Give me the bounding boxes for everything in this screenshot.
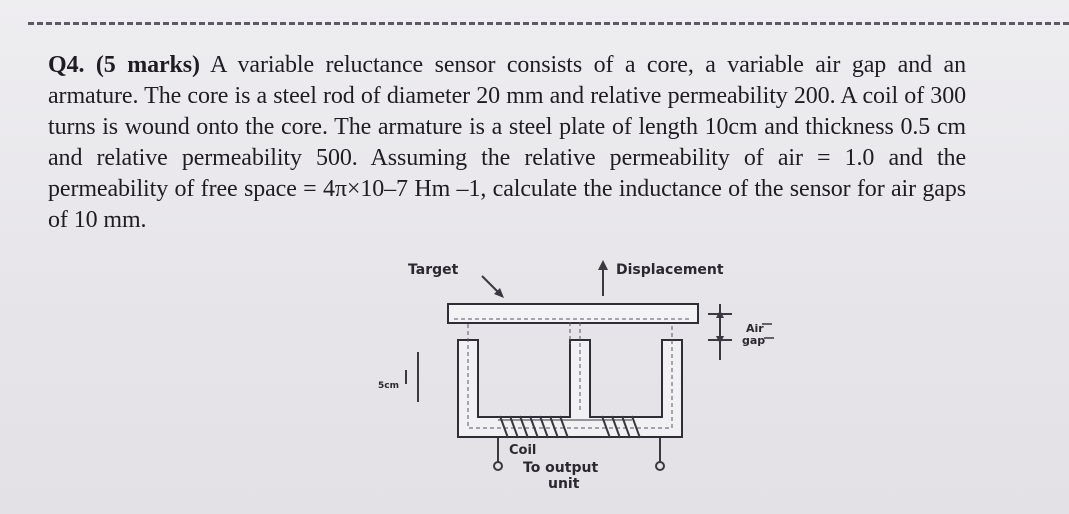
airgap-arrow-up [716,310,724,318]
airgap-label-line2: gap [742,334,765,347]
airgap-arrow-down [716,336,724,344]
question-paragraph: Q4. (5 marks) A variable reluctance sens… [48,50,966,236]
dimension-label: 5cm [378,381,399,391]
question-text: A variable reluctance sensor consists of… [48,52,966,233]
question-number: Q4. [48,52,85,78]
output-label-line2: unit [548,476,580,492]
coil-windings [498,415,641,439]
flux-path-center [569,322,581,410]
target-arrowhead [494,288,504,298]
flux-path-outer [467,324,673,429]
output-label-line1: To output [523,460,598,476]
displacement-label: Displacement [616,262,724,278]
question-block: Q4. (5 marks) A variable reluctance sens… [48,50,966,236]
dashed-separator [28,22,1069,25]
armature-plate [447,303,699,324]
displacement-arrowhead [598,260,608,270]
sensor-diagram: Target Displacement Coil To output unit [378,260,774,492]
airgap-label-line1: Air [746,322,764,335]
terminal-right [655,461,665,471]
u-core [457,339,683,438]
coil-label: Coil [509,443,536,458]
question-marks: (5 marks) [95,52,200,78]
terminal-left [493,461,503,471]
target-label: Target [408,262,459,278]
